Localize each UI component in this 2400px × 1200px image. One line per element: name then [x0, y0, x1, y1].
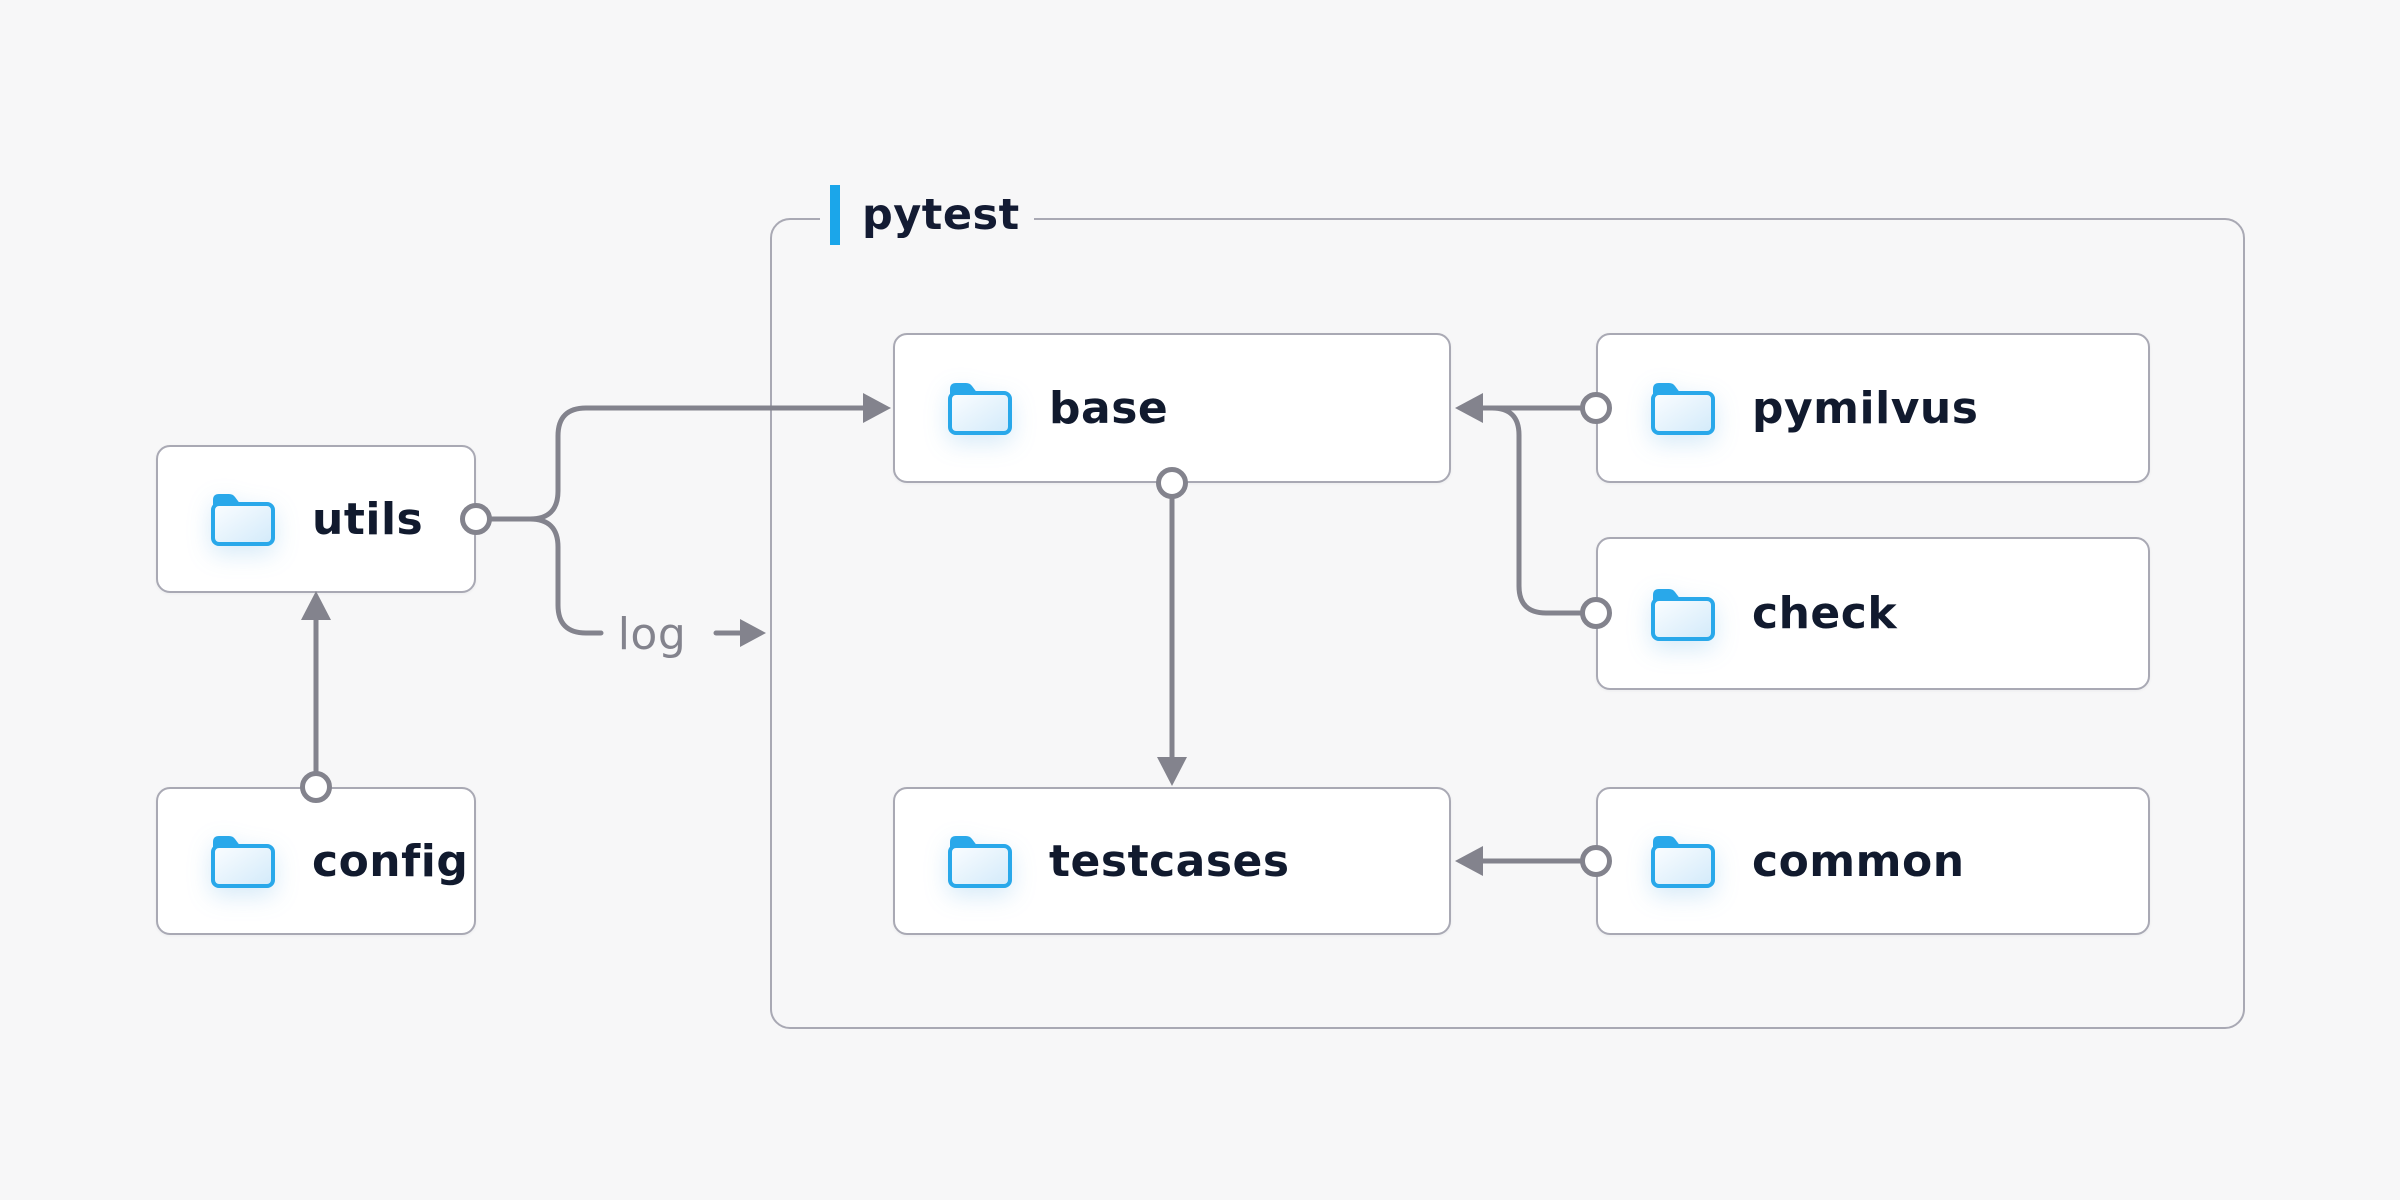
node-label: testcases: [1049, 835, 1290, 887]
node-utils[interactable]: utils: [156, 445, 476, 593]
folder-icon: [945, 832, 1015, 890]
group-pytest-label: pytest: [820, 184, 1034, 246]
node-testcases[interactable]: testcases: [893, 787, 1451, 935]
accent-bar: [830, 185, 840, 245]
folder-icon: [945, 379, 1015, 437]
folder-icon: [1648, 832, 1718, 890]
folder-icon: [208, 490, 278, 548]
edge-log-arrow: [713, 619, 766, 647]
node-base[interactable]: base: [893, 333, 1451, 483]
node-config[interactable]: config: [156, 787, 476, 935]
edge-config-utils: [300, 591, 332, 803]
node-check[interactable]: check: [1596, 537, 2150, 690]
group-pytest[interactable]: [770, 218, 2245, 1029]
folder-icon: [1648, 379, 1718, 437]
group-title: pytest: [862, 190, 1020, 240]
node-label: pymilvus: [1752, 382, 1979, 434]
node-label: common: [1752, 835, 1965, 887]
node-label: base: [1049, 382, 1169, 434]
node-label: utils: [312, 493, 424, 545]
edge-label-log: log: [617, 608, 687, 660]
node-label: config: [312, 835, 469, 887]
node-common[interactable]: common: [1596, 787, 2150, 935]
node-label: check: [1752, 588, 1898, 639]
folder-icon: [1648, 585, 1718, 643]
folder-icon: [208, 832, 278, 890]
node-pymilvus[interactable]: pymilvus: [1596, 333, 2150, 483]
